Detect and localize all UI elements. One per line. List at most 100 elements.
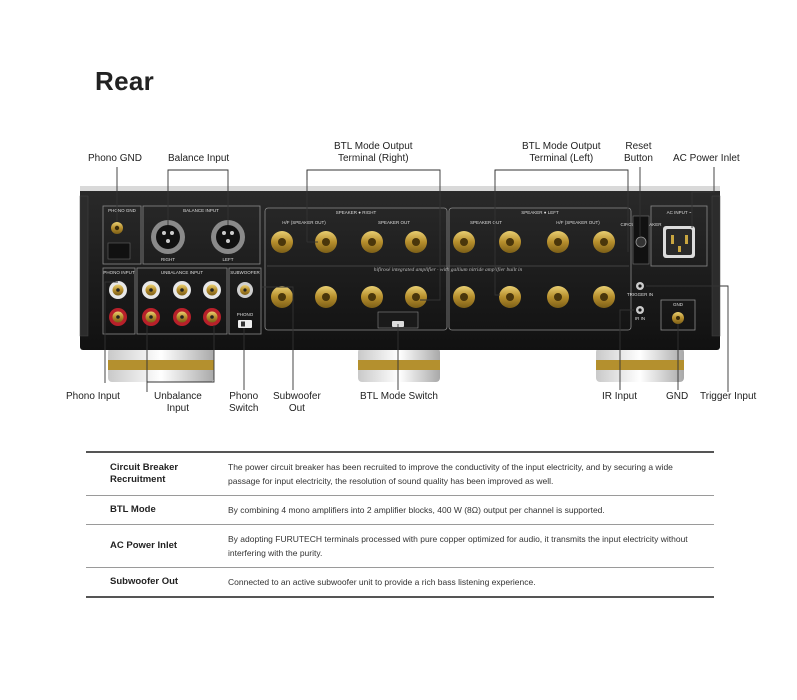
- speaker-post-r3-bottom: [361, 286, 383, 308]
- callout-phono-switch: Phono Switch: [229, 391, 258, 415]
- panel-label-trigger-in: TRIGGER IN: [627, 292, 653, 297]
- panel-label-phono: PHONO: [237, 312, 254, 317]
- panel-label-speaker-left: SPEAKER ● LEFT: [521, 210, 559, 215]
- panel-label-balance-input: BALANCE INPUT: [183, 208, 219, 213]
- callout-phono-gnd: Phono GND: [88, 153, 142, 164]
- panel-label-phono-gnd: PHONO GND: [108, 208, 137, 213]
- callout-btl-left-line1: BTL Mode Output: [522, 141, 601, 152]
- panel-label-speaker-right: SPEAKER ● RIGHT: [336, 210, 377, 215]
- trigger-jack: [636, 282, 644, 290]
- callout-unbalance-line2: Input: [166, 403, 190, 414]
- ac-power-inlet: [663, 226, 695, 258]
- xlr-input-left: [211, 220, 245, 254]
- callout-phono-input: Phono Input: [66, 391, 120, 402]
- speaker-post-l1-bottom: [453, 286, 475, 308]
- side-fins: [79, 195, 721, 337]
- phono-input-frame: [102, 267, 136, 335]
- speaker-post-l3-bottom: [547, 286, 569, 308]
- panel-label-ir-in: IR IN: [635, 316, 645, 321]
- feature-description: By adopting FURUTECH terminals processed…: [228, 524, 714, 568]
- callout-ir-input: IR Input: [602, 391, 638, 402]
- phono-gnd-post: [107, 222, 131, 260]
- speaker-post-r1-top: [271, 231, 293, 253]
- callout-ac-power-inlet: AC Power Inlet: [673, 153, 740, 164]
- speaker-post-r3-top: [361, 231, 383, 253]
- subwoofer-out-jack: [237, 282, 253, 298]
- callout-reset-line2: Button: [624, 153, 653, 164]
- speaker-post-l3-top: [547, 231, 569, 253]
- callout-btl-mode-switch: BTL Mode Switch: [360, 391, 438, 402]
- callout-leaders: [104, 167, 729, 392]
- rear-panel-illustration: PHONO GND BALANCE INPUT RIGHT LEFT PHONO…: [79, 167, 729, 392]
- feature-label: AC Power Inlet: [86, 524, 228, 568]
- gnd-post: [672, 312, 684, 324]
- callout-btl-left-line2: Terminal (Left): [529, 153, 594, 164]
- callout-btl-left: BTL Mode Output Terminal (Left): [522, 141, 601, 165]
- table-row: BTL Mode By combining 4 mono amplifiers …: [86, 495, 714, 525]
- speaker-post-l2-bottom: [499, 286, 521, 308]
- callout-reset-line1: Reset: [625, 141, 652, 152]
- callout-trigger-input: Trigger Input: [700, 391, 757, 402]
- callout-unbalance-line1: Unbalance: [154, 391, 202, 402]
- phono-switch: [238, 320, 252, 328]
- speaker-post-r2-top: [315, 231, 337, 253]
- panel-label-ac-input: AC INPUT ~: [667, 210, 692, 215]
- feature-table-body: Circuit Breaker Recruitment The power ci…: [86, 451, 714, 598]
- callout-balance-input: Balance Input: [168, 153, 230, 164]
- panel-label-gnd: GND: [673, 302, 684, 307]
- page-title: Rear: [95, 66, 155, 96]
- feet: [108, 348, 684, 382]
- speaker-post-r4-top: [405, 231, 427, 253]
- speaker-post-l1-top: [453, 231, 475, 253]
- callout-subwoofer-line2: Out: [288, 403, 305, 414]
- speaker-post-l2-top: [499, 231, 521, 253]
- speaker-post-l4-top: [593, 231, 615, 253]
- rca-phono-white: [109, 281, 127, 299]
- rca-phono-red: [109, 308, 127, 326]
- table-row: Subwoofer Out Connected to an active sub…: [86, 567, 714, 598]
- callout-reset-button: Reset Button: [624, 141, 653, 165]
- panel-label-speaker-out-right: SPEAKER OUT: [378, 220, 410, 225]
- feature-description: The power circuit breaker has been recru…: [228, 451, 714, 496]
- callout-phono-switch-line2: Switch: [229, 403, 259, 414]
- feature-label: BTL Mode: [86, 495, 228, 525]
- feature-description: Connected to an active subwoofer unit to…: [228, 567, 714, 598]
- speaker-post-r4-bottom: [405, 286, 427, 308]
- xlr-input-right: [151, 220, 185, 254]
- callout-unbalance-input: Unbalance Input: [154, 391, 202, 415]
- callout-btl-right-line1: BTL Mode Output: [334, 141, 413, 152]
- callout-subwoofer-line1: Subwoofer: [273, 391, 321, 402]
- table-row: Circuit Breaker Recruitment The power ci…: [86, 451, 714, 496]
- callout-btl-right: BTL Mode Output Terminal (Right): [334, 141, 413, 165]
- callout-phono-switch-line1: Phono: [229, 391, 259, 402]
- feature-label: Circuit Breaker Recruitment: [86, 451, 228, 496]
- circuit-breaker-reset: [632, 215, 650, 265]
- speaker-post-r1-bottom: [271, 286, 293, 308]
- phono-gnd-frame: [102, 205, 142, 265]
- unbalance-input-frame: [136, 267, 228, 335]
- subwoofer-frame: [228, 267, 262, 335]
- panel-label-left: LEFT: [222, 257, 233, 262]
- speaker-right-frame: [264, 207, 448, 331]
- table-row: AC Power Inlet By adopting FURUTECH term…: [86, 524, 714, 568]
- panel-label-hf-right: H/F (SPEAKER OUT): [282, 220, 326, 225]
- rca-unbalance-row: [142, 281, 221, 326]
- panel-label-subwoofer: SUBWOOFER: [230, 270, 260, 275]
- panel-label-phono-input: PHONO INPUT: [103, 270, 135, 275]
- speaker-post-r2-bottom: [315, 286, 337, 308]
- speaker-binding-posts: [271, 231, 615, 308]
- panel-label-hf-left: H/F (SPEAKER OUT): [556, 220, 600, 225]
- speaker-left-frame: [448, 207, 632, 331]
- panel-label-unbalance-input: UNBALANCE INPUT: [161, 270, 204, 275]
- callout-gnd: GND: [666, 391, 689, 402]
- feature-table: Circuit Breaker Recruitment The power ci…: [86, 451, 714, 598]
- panel-label-right: RIGHT: [161, 257, 175, 262]
- panel-label-speaker-out-left: SPEAKER OUT: [470, 220, 502, 225]
- feature-label: Subwoofer Out: [86, 567, 228, 598]
- speaker-post-l4-bottom: [593, 286, 615, 308]
- panel-script-text: hifirosé integrated amplifier · with gal…: [374, 266, 523, 273]
- ir-jack: [636, 306, 644, 314]
- callout-subwoofer-out: Subwoofer Out: [273, 391, 321, 415]
- callout-btl-right-line2: Terminal (Right): [337, 153, 409, 164]
- feature-description: By combining 4 mono amplifiers into 2 am…: [228, 495, 714, 525]
